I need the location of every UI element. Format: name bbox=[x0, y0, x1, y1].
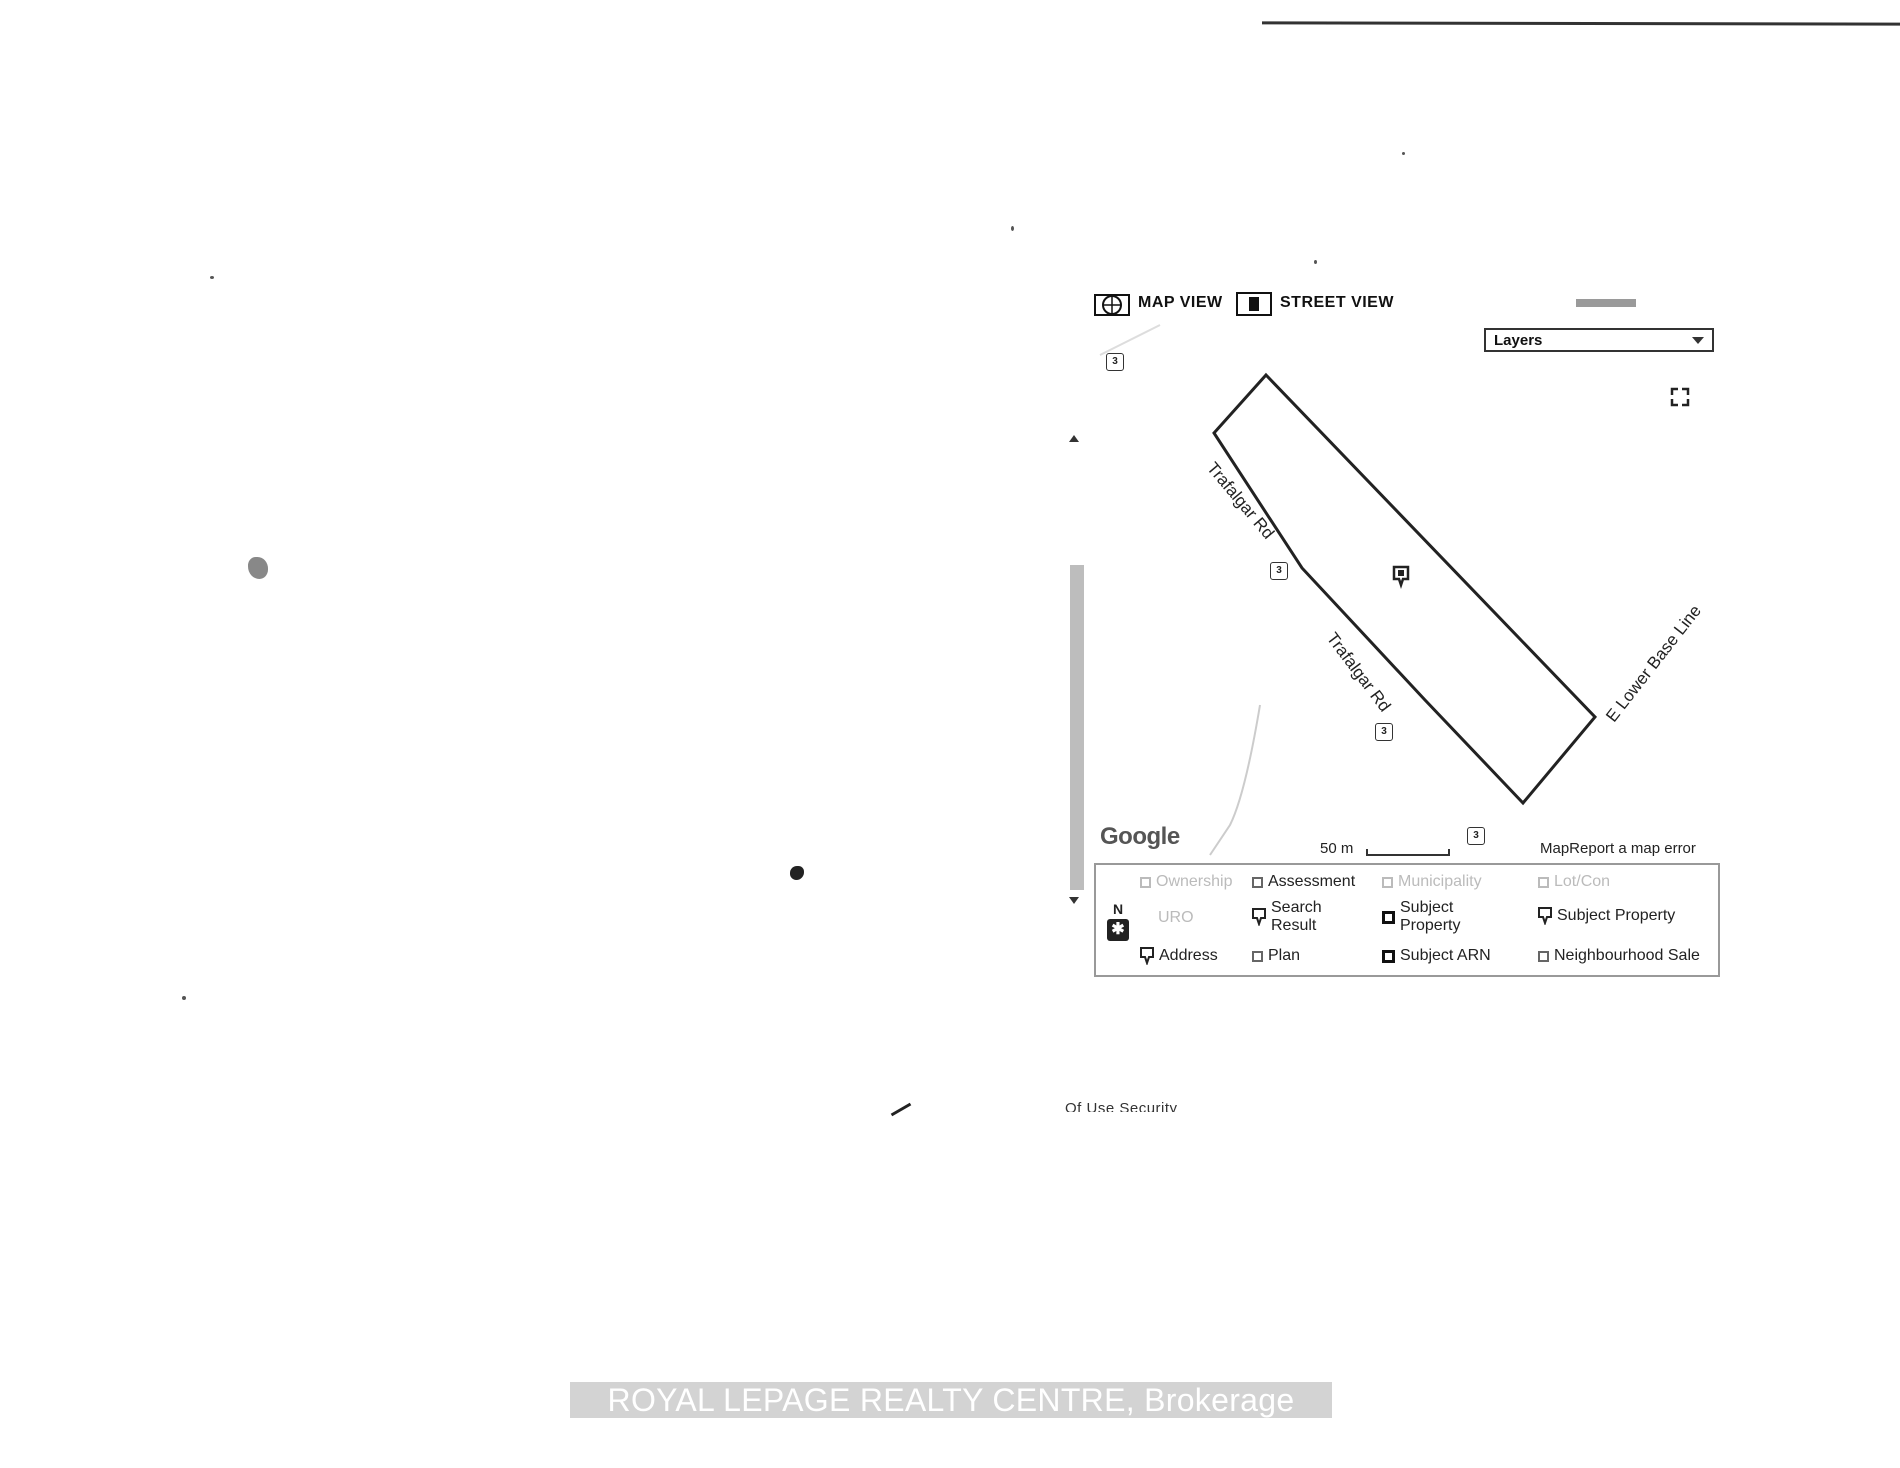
footer-links-fragment: Of Use Security bbox=[1065, 1100, 1178, 1112]
report-map-error-link[interactable]: MapReport a map error bbox=[1540, 840, 1696, 857]
scan-line bbox=[1261, 21, 1900, 26]
legend-subject-property-pin[interactable]: Subject Property bbox=[1538, 907, 1675, 925]
tab-map-view[interactable]: MAP VIEW bbox=[1094, 289, 1223, 317]
scan-stroke bbox=[890, 1102, 912, 1117]
map-pin-icon[interactable] bbox=[1392, 565, 1410, 589]
layers-dropdown-label: Layers bbox=[1494, 332, 1543, 349]
legend-assessment[interactable]: Assessment bbox=[1252, 873, 1355, 891]
scan-speck bbox=[1011, 226, 1014, 231]
legend-address[interactable]: Address bbox=[1140, 947, 1218, 965]
scan-speck bbox=[1402, 152, 1405, 155]
fullscreen-icon[interactable] bbox=[1660, 377, 1700, 417]
scroll-down-arrow-icon[interactable] bbox=[1069, 897, 1079, 904]
compass-icon: N ✱ bbox=[1104, 901, 1132, 941]
route-shield: 3 bbox=[1467, 827, 1485, 845]
map-pin-icon bbox=[1538, 907, 1552, 925]
scroll-up-arrow-icon[interactable] bbox=[1069, 435, 1079, 442]
legend-municipality[interactable]: Municipality bbox=[1382, 873, 1482, 891]
tab-street-view-label: STREET VIEW bbox=[1280, 294, 1394, 311]
scan-blob bbox=[790, 866, 804, 880]
layers-dropdown[interactable]: Layers bbox=[1484, 328, 1714, 352]
legend-subject-arn[interactable]: Subject ARN bbox=[1382, 947, 1491, 965]
scan-speck bbox=[182, 996, 186, 1000]
legend-plan[interactable]: Plan bbox=[1252, 947, 1300, 965]
legend-neighbourhood-sale[interactable]: Neighbourhood Sale bbox=[1538, 947, 1700, 965]
chevron-down-icon bbox=[1692, 337, 1704, 344]
tab-map-view-label: MAP VIEW bbox=[1138, 294, 1223, 311]
route-shield: 3 bbox=[1106, 353, 1124, 371]
legend-lot-con[interactable]: Lot/Con bbox=[1538, 873, 1610, 891]
scale-label: 50 m bbox=[1320, 840, 1354, 857]
property-outline bbox=[1099, 324, 1598, 856]
legend-search-result[interactable]: Search Result bbox=[1252, 899, 1322, 935]
brokerage-watermark: ROYAL LEPAGE REALTY CENTRE, Brokerage bbox=[570, 1382, 1332, 1418]
map-canvas[interactable]: Trafalgar Rd Trafalgar Rd E Lower Base L… bbox=[1069, 285, 1730, 904]
map-scrollbar[interactable] bbox=[1070, 565, 1084, 890]
route-shield: 3 bbox=[1270, 562, 1288, 580]
scan-smudge bbox=[1576, 299, 1636, 307]
legend-ownership[interactable]: Ownership bbox=[1140, 873, 1232, 891]
property-map-widget: MAP VIEW STREET VIEW Layers Trafalgar Rd… bbox=[1069, 285, 1730, 985]
map-pin-icon bbox=[1140, 947, 1154, 965]
tab-street-view[interactable]: STREET VIEW bbox=[1236, 289, 1394, 317]
street-view-icon bbox=[1236, 292, 1272, 316]
globe-icon bbox=[1094, 294, 1130, 316]
google-logo: Google bbox=[1100, 823, 1180, 850]
map-pin-icon bbox=[1252, 908, 1266, 926]
compass-north-label: N bbox=[1112, 901, 1124, 917]
scale-bar bbox=[1366, 849, 1450, 856]
legend-uro: URO bbox=[1158, 909, 1194, 926]
scan-speck bbox=[1314, 260, 1317, 264]
legend-subject-property-outline[interactable]: Subject Property bbox=[1382, 899, 1460, 935]
scan-blot bbox=[248, 557, 268, 579]
map-legend: N ✱ Ownership Assessment Municipality Lo… bbox=[1094, 863, 1720, 977]
route-shield: 3 bbox=[1375, 723, 1393, 741]
scan-speck bbox=[210, 276, 214, 279]
